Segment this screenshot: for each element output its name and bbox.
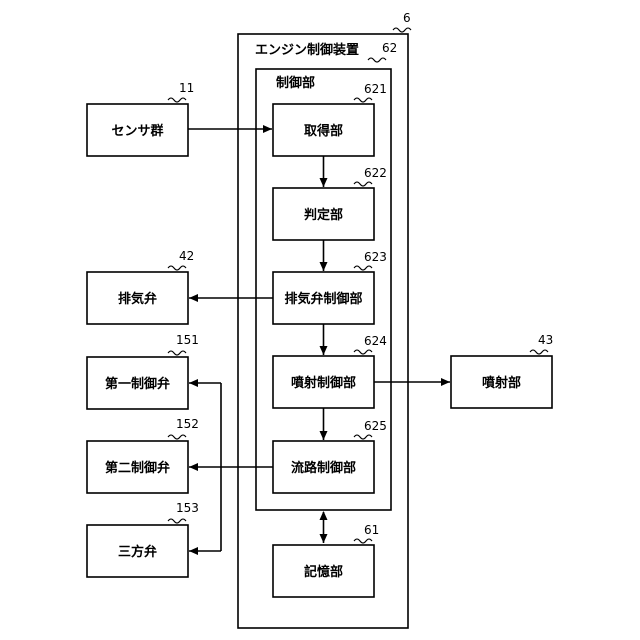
sensors-label: センサ群 [111, 123, 163, 139]
exhaust-valve-label: 排気弁 [118, 291, 157, 307]
judge-block: 判定部 622 [273, 166, 387, 240]
ref-leader [354, 266, 372, 270]
ref-leader [354, 350, 372, 354]
three-way-valve-ref: 153 [176, 501, 199, 515]
second-valve-ref: 152 [176, 417, 199, 431]
injector-ref: 43 [538, 333, 553, 347]
ref-leader [354, 435, 372, 439]
flow-ctrl-block: 流路制御部 625 [273, 419, 387, 493]
flow-ctrl-label: 流路制御部 [291, 460, 356, 476]
three-way-valve-label: 三方弁 [118, 544, 157, 560]
second-valve-label: 第二制御弁 [105, 460, 170, 476]
first-valve-block: 第一制御弁 151 [87, 333, 199, 409]
exhaust-ctrl-block: 排気弁制御部 623 [273, 250, 387, 324]
exhaust-valve-ref: 42 [179, 249, 194, 263]
acquire-ref: 621 [364, 82, 387, 96]
ref-leader [354, 539, 372, 543]
control-unit-ref: 62 [382, 41, 397, 55]
memory-ref: 61 [364, 523, 379, 537]
memory-label: 記憶部 [304, 564, 343, 580]
judge-ref: 622 [364, 166, 387, 180]
ref-leader [393, 28, 411, 32]
inject-ctrl-ref: 624 [364, 334, 387, 348]
ref-leader [168, 435, 186, 439]
inject-ctrl-block: 噴射制御部 624 [273, 334, 387, 408]
sensors-ref: 11 [179, 81, 194, 95]
sensors-block: センサ群 11 [87, 81, 194, 156]
ref-leader [530, 350, 548, 354]
engine-controller-label: エンジン制御装置 [255, 42, 359, 58]
flow-ctrl-ref: 625 [364, 419, 387, 433]
first-valve-ref: 151 [176, 333, 199, 347]
first-valve-label: 第一制御弁 [105, 376, 170, 392]
engine-controller-ref: 6 [403, 11, 411, 25]
injector-block: 噴射部 43 [451, 333, 553, 408]
ref-leader [354, 182, 372, 186]
acquire-label: 取得部 [304, 123, 343, 139]
inject-ctrl-label: 噴射制御部 [291, 375, 356, 391]
exhaust-ctrl-label: 排気弁制御部 [284, 291, 362, 307]
memory-block: 記憶部 61 [273, 523, 379, 597]
judge-label: 判定部 [304, 207, 343, 223]
control-unit-label: 制御部 [276, 75, 315, 91]
ref-leader [168, 519, 186, 523]
injector-label: 噴射部 [482, 375, 521, 391]
three-way-valve-block: 三方弁 153 [87, 501, 199, 577]
ref-leader [368, 58, 386, 62]
ref-leader [168, 98, 186, 102]
second-valve-block: 第二制御弁 152 [87, 417, 199, 493]
acquire-block: 取得部 621 [273, 82, 387, 156]
ref-leader [168, 351, 186, 355]
exhaust-valve-block: 排気弁 42 [87, 249, 194, 324]
exhaust-ctrl-ref: 623 [364, 250, 387, 264]
ref-leader [168, 266, 186, 270]
ref-leader [354, 98, 372, 102]
